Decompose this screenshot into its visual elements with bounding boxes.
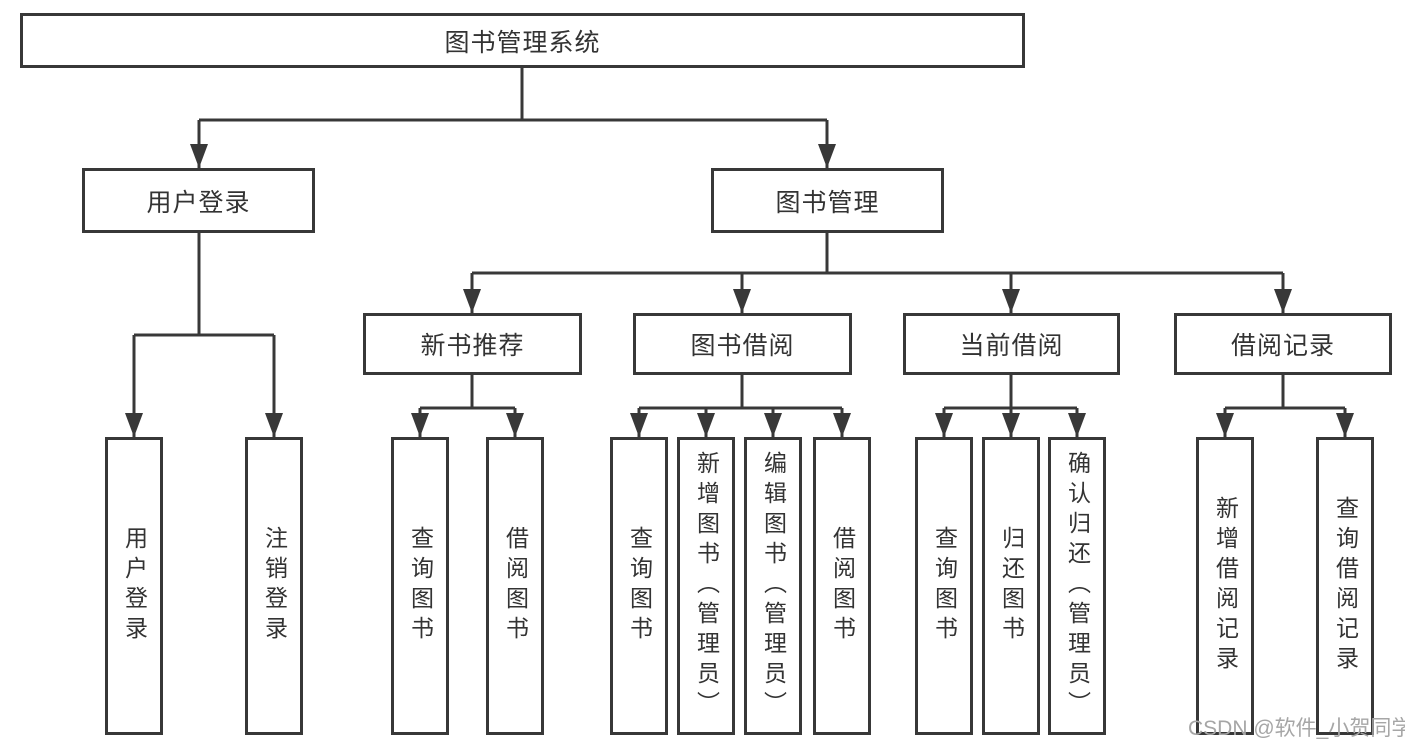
arrowhead — [190, 144, 208, 168]
node-label: 当前借阅 — [959, 332, 1064, 360]
leaf-label: 新增借阅记录 — [1212, 496, 1239, 676]
leaf-label: 用户登录 — [121, 526, 148, 646]
node-new-book-recommendation: 新书推荐 — [363, 313, 582, 375]
leaf-label: 借阅图书 — [502, 526, 529, 646]
arrowhead — [1002, 413, 1020, 437]
node-label: 图书管理系统 — [444, 28, 601, 57]
node-current-borrowing: 当前借阅 — [903, 313, 1120, 375]
leaf-query-books-borrow: 查询图书 — [610, 437, 668, 735]
node-borrowing-records: 借阅记录 — [1174, 313, 1392, 375]
arrowhead — [1336, 413, 1354, 437]
arrowhead — [833, 413, 851, 437]
leaf-logout: 注销登录 — [245, 437, 303, 735]
leaf-add-book-admin: 新增图书（管理员） — [677, 437, 735, 735]
connector — [1223, 375, 1347, 437]
arrowhead — [265, 413, 283, 437]
arrowhead — [1274, 289, 1292, 313]
leaf-label: 查询图书 — [931, 526, 958, 646]
leaf-label: 新增图书（管理员） — [693, 451, 720, 721]
node-label: 新书推荐 — [420, 332, 525, 360]
leaf-label: 查询图书 — [626, 526, 653, 646]
arrowhead — [463, 289, 481, 313]
node-label: 图书借阅 — [690, 332, 795, 360]
leaf-label: 查询借阅记录 — [1332, 496, 1359, 676]
leaf-label: 查询图书 — [407, 526, 434, 646]
node-label: 用户登录 — [146, 188, 251, 217]
leaf-label: 注销登录 — [261, 526, 288, 646]
leaf-add-borrow-record: 新增借阅记录 — [1196, 437, 1254, 735]
leaf-label: 确认归还（管理员） — [1064, 451, 1091, 721]
connector — [132, 233, 276, 437]
leaf-confirm-return-admin: 确认归还（管理员） — [1048, 437, 1106, 735]
node-book-borrowing: 图书借阅 — [633, 313, 852, 375]
node-label: 借阅记录 — [1230, 332, 1335, 360]
arrowhead — [697, 413, 715, 437]
arrowhead — [1068, 413, 1086, 437]
leaf-borrow-books-recommend: 借阅图书 — [486, 437, 544, 735]
node-label: 图书管理 — [775, 188, 880, 217]
leaf-edit-book-admin: 编辑图书（管理员） — [744, 437, 802, 735]
arrowhead — [411, 413, 429, 437]
node-library-management-system: 图书管理系统 — [20, 13, 1025, 68]
arrowhead — [506, 413, 524, 437]
leaf-user-login: 用户登录 — [105, 437, 163, 735]
arrowhead — [125, 413, 143, 437]
arrowhead — [764, 413, 782, 437]
leaf-label: 编辑图书（管理员） — [760, 451, 787, 721]
arrowhead — [733, 289, 751, 313]
leaf-label: 归还图书 — [998, 526, 1025, 646]
arrowhead — [1216, 413, 1234, 437]
leaf-query-books-current: 查询图书 — [915, 437, 973, 735]
connector — [637, 375, 844, 437]
leaf-query-borrow-record: 查询借阅记录 — [1316, 437, 1374, 735]
arrowhead — [818, 144, 836, 168]
watermark: CSDN @软件_小贺同学 — [1188, 717, 1405, 740]
arrowhead — [935, 413, 953, 437]
arrowhead — [1002, 289, 1020, 313]
leaf-label: 借阅图书 — [829, 526, 856, 646]
arrowhead — [630, 413, 648, 437]
leaf-return-books: 归还图书 — [982, 437, 1040, 735]
node-book-management: 图书管理 — [711, 168, 944, 233]
leaf-borrow-books: 借阅图书 — [813, 437, 871, 735]
node-user-login: 用户登录 — [82, 168, 315, 233]
connector — [418, 375, 517, 437]
leaf-query-books-recommend: 查询图书 — [391, 437, 449, 735]
connector — [197, 68, 829, 168]
connector — [470, 233, 1285, 313]
